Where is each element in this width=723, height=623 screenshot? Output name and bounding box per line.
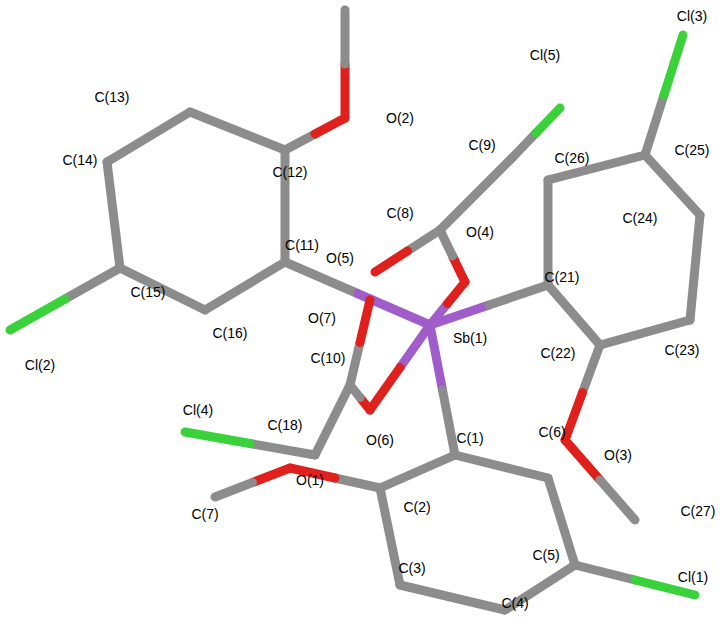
atom-label: C(4) xyxy=(501,596,528,610)
atom-label: Cl(5) xyxy=(530,48,560,62)
atom-label: Cl(4) xyxy=(183,403,213,417)
atom-label: C(18) xyxy=(267,418,302,432)
atom-label: O(7) xyxy=(308,311,336,325)
atom-label: C(27) xyxy=(680,504,715,518)
atom-label: C(2) xyxy=(403,500,430,514)
atom-label: C(21) xyxy=(544,270,579,284)
atom-label: Cl(3) xyxy=(677,9,707,23)
atom-label: Cl(1) xyxy=(678,570,708,584)
atom-label: O(1) xyxy=(296,473,324,487)
atom-label: C(11) xyxy=(285,238,319,252)
atom-label: C(14) xyxy=(62,153,97,167)
atom-label: O(2) xyxy=(386,111,414,125)
atom-label: C(9) xyxy=(468,138,495,152)
atom-label: C(8) xyxy=(386,206,413,220)
atom-label: C(1) xyxy=(456,431,483,445)
atom-label: C(6) xyxy=(538,425,565,439)
atom-label: O(6) xyxy=(366,433,394,447)
hetero-bonds xyxy=(10,10,695,595)
atom-label: O(4) xyxy=(466,225,494,239)
atom-label: C(3) xyxy=(398,561,425,575)
atom-label: C(12) xyxy=(272,165,307,179)
atom-label: O(5) xyxy=(326,251,354,265)
atom-label: C(10) xyxy=(310,351,345,365)
atom-label: C(24) xyxy=(622,211,657,225)
carbon-bonds xyxy=(107,112,700,610)
atom-label: O(3) xyxy=(604,448,632,462)
atom-label: Sb(1) xyxy=(453,331,487,345)
atom-label: C(23) xyxy=(664,343,699,357)
atom-label: C(7) xyxy=(191,507,218,521)
atom-label: C(13) xyxy=(94,90,129,104)
atom-label: C(16) xyxy=(212,326,247,340)
atom-label: C(25) xyxy=(674,143,709,157)
atom-label: Cl(2) xyxy=(25,358,55,372)
atom-label: C(26) xyxy=(554,151,589,165)
atom-label: C(15) xyxy=(130,285,165,299)
atom-label: C(5) xyxy=(532,548,559,562)
atom-label: C(22) xyxy=(540,346,575,360)
